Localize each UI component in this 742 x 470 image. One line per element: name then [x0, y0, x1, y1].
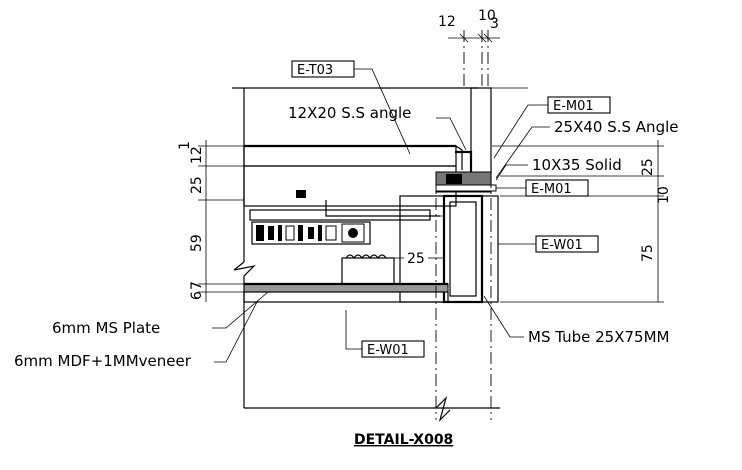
center-lines [435, 30, 492, 420]
svg-text:E-M01: E-M01 [553, 99, 594, 114]
bottom-plate-section [243, 282, 449, 303]
dim-top-12: 12 [438, 14, 456, 30]
panel-outline [232, 87, 500, 423]
label-10x35-solid: 10X35 Solid [495, 156, 622, 181]
dim-left-25: 25 [189, 176, 205, 194]
dim-left-12: 12 [189, 146, 205, 164]
dim-left-1: 1 [177, 141, 193, 150]
dim-left-59: 59 [189, 234, 205, 252]
ms-tube-section [399, 194, 499, 304]
dim-right-75: 75 [640, 244, 656, 262]
label-25x40-ss-angle: 25X40 S.S Angle [495, 118, 678, 179]
dim-right-25: 25 [640, 158, 656, 176]
label-ms-tube: MS Tube 25X75MM [483, 295, 669, 346]
dim-top-10: 10 [478, 8, 496, 24]
dim-left-6: 6 [189, 291, 205, 300]
ss-angle-junction [435, 150, 497, 193]
tag-e-w01-bottom: E-W01 [345, 310, 425, 358]
left-dimensions: 1 12 25 59 6 7 [177, 140, 244, 302]
label-6mm-mdf-veneer: 6mm MDF+1MMveneer [14, 299, 259, 370]
svg-text:6mm MDF+1MMveneer: 6mm MDF+1MMveneer [14, 352, 192, 370]
svg-text:10X35 Solid: 10X35 Solid [532, 156, 622, 174]
dim-left-7: 7 [189, 281, 205, 290]
label-12x20-ss-angle: 12X20 S.S angle [288, 104, 467, 151]
tag-e-w01-right: E-W01 [498, 235, 599, 253]
svg-text:E-M01: E-M01 [531, 182, 572, 197]
svg-text:E-T03: E-T03 [297, 63, 333, 78]
svg-text:25X40 S.S Angle: 25X40 S.S Angle [554, 118, 678, 136]
upper-panel-section [243, 144, 463, 207]
dim-right-10: 10 [656, 186, 672, 204]
detail-title: DETAIL-X008 [354, 432, 453, 448]
svg-text:MS Tube 25X75MM: MS Tube 25X75MM [528, 328, 669, 346]
top-wall-section [470, 87, 528, 184]
light-fitting-row [249, 190, 440, 287]
top-dimension: 12 10 3 [438, 8, 500, 43]
tag-e-m01-top: E-M01 [493, 96, 611, 159]
svg-text:6mm MS Plate: 6mm MS Plate [52, 319, 160, 337]
tag-e-t03: E-T03 [291, 60, 411, 155]
inner-dimension: 25 [386, 251, 444, 267]
right-dimensions: 25 10 75 [492, 140, 672, 303]
dim-inner-25: 25 [407, 251, 425, 267]
label-6mm-ms-plate: 6mm MS Plate [52, 291, 269, 337]
tag-e-m01-mid: E-M01 [496, 179, 589, 197]
svg-text:12X20 S.S angle: 12X20 S.S angle [288, 104, 411, 122]
svg-text:E-W01: E-W01 [367, 343, 409, 358]
dim-top-3: 3 [490, 16, 499, 32]
svg-text:E-W01: E-W01 [541, 238, 583, 253]
